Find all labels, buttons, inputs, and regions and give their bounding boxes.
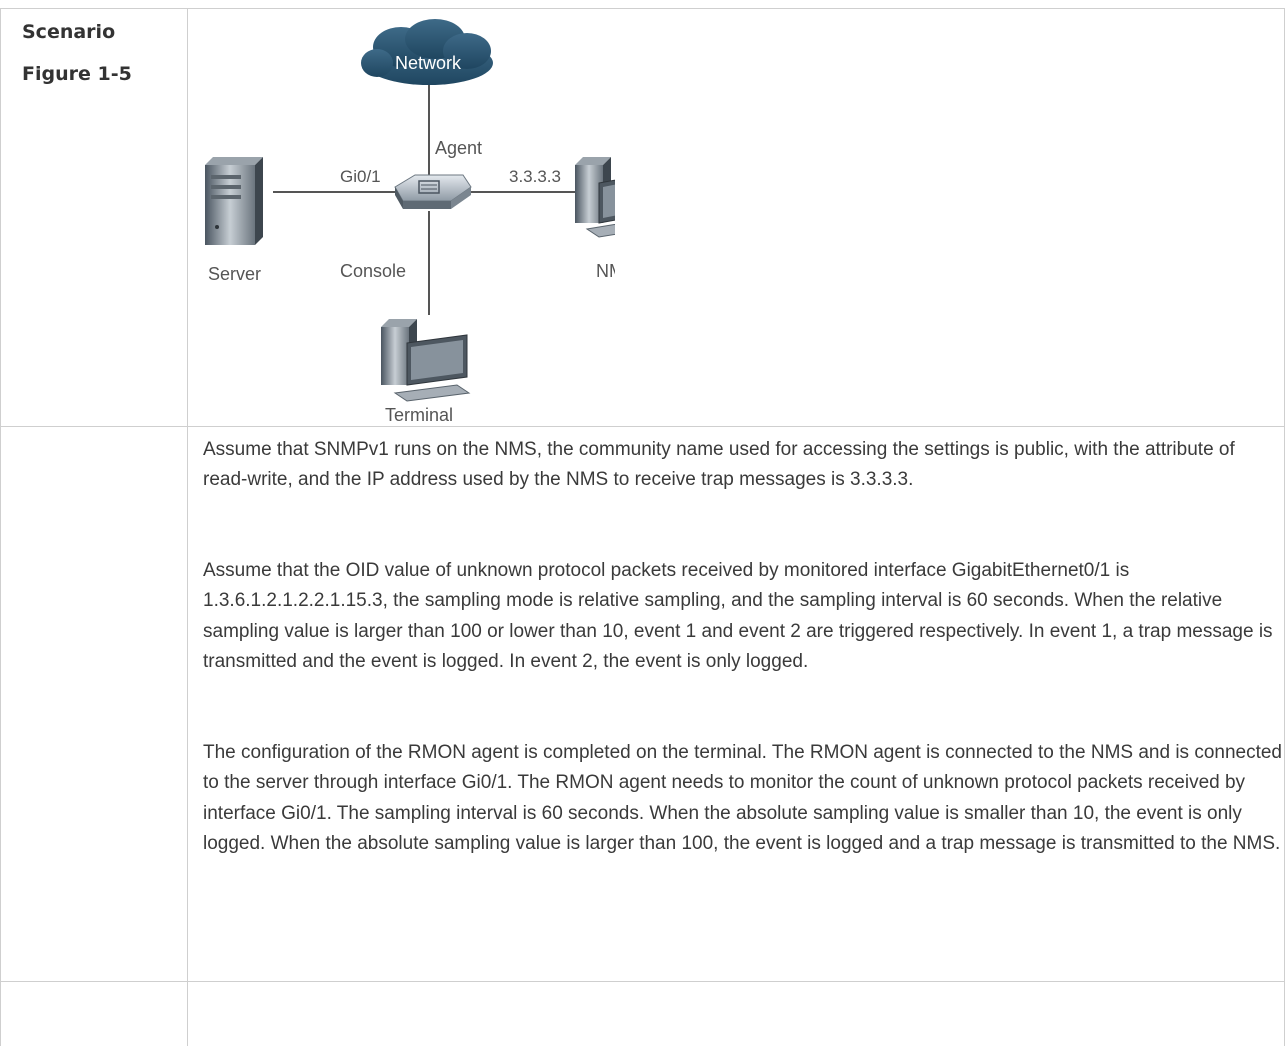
- table-row-empty: [0, 981, 1285, 1047]
- description-paragraph: Assume that SNMPv1 runs on the NMS, the …: [203, 439, 1235, 491]
- terminal-computer-icon: [381, 319, 471, 402]
- server-label: Server: [208, 264, 261, 284]
- network-cloud-icon: [361, 19, 493, 85]
- table-row-description: [0, 426, 1285, 982]
- terminal-label: Terminal: [385, 405, 453, 425]
- empty-label-cell: [0, 427, 187, 982]
- network-label: Network: [395, 53, 462, 73]
- server-icon: [205, 157, 263, 245]
- switch-icon: [394, 174, 472, 209]
- table-column-divider: [187, 8, 188, 1046]
- description-paragraph: The configuration of the RMON agent is c…: [203, 742, 1283, 854]
- label-cell: Scenario Figure 1-5: [0, 9, 187, 427]
- nms-computer-icon: [575, 157, 615, 238]
- table-left-border: [0, 8, 1, 1046]
- table-row-scenario: Scenario Figure 1-5: [0, 8, 1285, 427]
- nms-label: NMS: [596, 261, 615, 281]
- description-paragraph: Assume that the OID value of unknown pro…: [203, 560, 1273, 672]
- scenario-label: Scenario: [22, 21, 116, 43]
- figure-label: Figure 1-5: [22, 63, 132, 85]
- gi-interface-label: Gi0/1: [340, 167, 381, 186]
- ip-address-label: 3.3.3.3: [509, 167, 561, 186]
- agent-label: Agent: [435, 138, 482, 158]
- topology-diagram: Network Agent Gi0/1 3.3.3.3: [205, 19, 615, 425]
- console-label: Console: [340, 261, 406, 281]
- description-cell: [188, 427, 1285, 982]
